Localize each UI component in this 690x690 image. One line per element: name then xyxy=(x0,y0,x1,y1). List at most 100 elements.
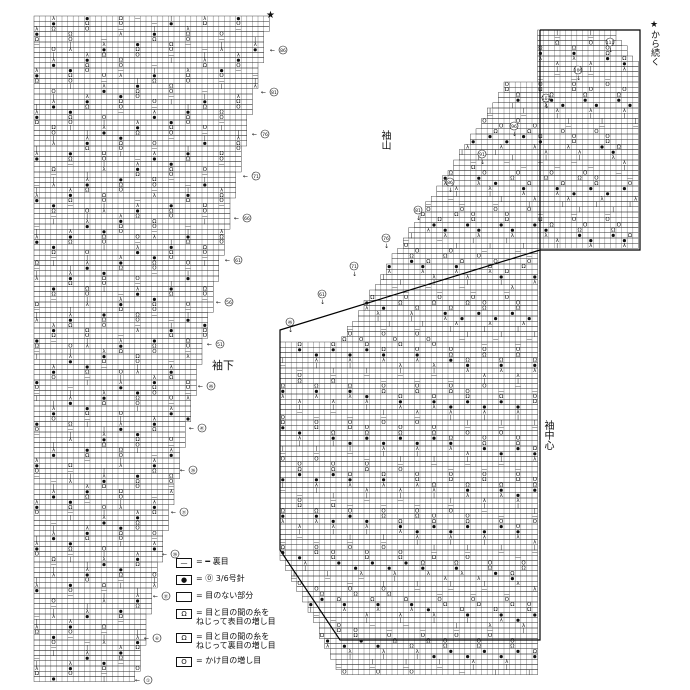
stitch-mark: O xyxy=(314,420,319,426)
stitch-mark xyxy=(415,441,419,445)
stitch-mark: — xyxy=(459,337,465,343)
stitch-mark: — xyxy=(482,467,488,473)
stitch-mark xyxy=(253,48,257,52)
stitch-mark xyxy=(320,597,324,602)
row-marker-label: 86 xyxy=(447,180,453,186)
stitch-mark: O xyxy=(482,170,487,176)
stitch-mark: | xyxy=(53,52,55,58)
stitch-mark: λ xyxy=(466,451,470,457)
stitch-mark: | xyxy=(433,368,435,374)
stitch-mark: λ xyxy=(516,410,520,416)
sleeve-cap-grid xyxy=(279,29,641,675)
stitch-mark xyxy=(466,400,470,404)
stitch-mark: O xyxy=(381,332,386,338)
stitch-mark xyxy=(85,490,89,494)
stitch-mark xyxy=(35,157,39,161)
stitch-mark: λ xyxy=(315,394,319,400)
row-marker-circle xyxy=(152,633,162,643)
stitch-mark: — xyxy=(538,77,544,83)
stitch-mark: λ xyxy=(533,540,537,546)
stitch-mark: O xyxy=(169,214,174,220)
stitch-mark: — xyxy=(236,26,242,32)
stitch-mark xyxy=(449,441,453,445)
stitch-mark xyxy=(482,447,486,451)
stitch-mark xyxy=(466,655,470,659)
stitch-mark: λ xyxy=(376,311,380,317)
stitch-mark: | xyxy=(103,162,105,168)
stitch-mark xyxy=(52,245,56,249)
stitch-mark xyxy=(314,514,318,518)
stitch-mark: λ xyxy=(298,436,302,442)
row-marker-label: 51 xyxy=(217,342,223,348)
stitch-mark: O xyxy=(583,222,588,228)
stitch-mark: Ω xyxy=(68,115,72,121)
stitch-mark: O xyxy=(35,385,40,391)
stitch-mark: — xyxy=(526,337,532,343)
stitch-mark: λ xyxy=(69,619,73,625)
stitch-mark: Ω xyxy=(152,302,156,308)
stitch-mark: Ω xyxy=(320,633,324,639)
stitch-mark: | xyxy=(523,243,525,249)
stitch-mark: λ xyxy=(315,482,319,488)
stitch-mark: | xyxy=(416,451,418,457)
stitch-mark: | xyxy=(388,321,390,327)
stitch-mark xyxy=(35,74,39,78)
stitch-mark: — xyxy=(51,255,57,261)
stitch-mark: Ω xyxy=(85,328,89,334)
stitch-mark: O xyxy=(219,198,224,204)
stitch-mark: O xyxy=(169,437,174,443)
stitch-mark: Ω xyxy=(365,342,369,348)
stitch-mark: Ω xyxy=(432,300,436,306)
stitch-mark: Ω xyxy=(219,234,223,240)
stitch-mark: λ xyxy=(455,269,459,275)
stitch-mark: — xyxy=(68,427,74,433)
stitch-mark: λ xyxy=(186,396,190,402)
legend-symbol: Ω xyxy=(176,633,192,643)
stitch-mark: — xyxy=(51,479,57,485)
stitch-mark: Ω xyxy=(119,349,123,355)
stitch-mark: O xyxy=(348,508,353,514)
stitch-mark: — xyxy=(152,271,158,277)
stitch-mark: O xyxy=(533,394,538,400)
stitch-mark: O xyxy=(186,302,191,308)
stitch-mark: λ xyxy=(399,404,403,410)
stitch-mark: | xyxy=(53,177,55,183)
stitch-mark: λ xyxy=(466,144,470,150)
stitch-mark xyxy=(331,473,335,477)
stitch-mark: O xyxy=(516,347,521,353)
stitch-mark: Ω xyxy=(421,560,425,566)
stitch-mark: — xyxy=(538,212,544,218)
stitch-mark xyxy=(499,525,503,529)
stitch-mark: λ xyxy=(52,489,56,495)
stitch-mark: Ω xyxy=(119,531,123,537)
stitch-mark xyxy=(365,395,369,399)
stitch-mark: Ω xyxy=(426,259,430,265)
stitch-mark: — xyxy=(118,578,124,584)
stitch-mark: O xyxy=(516,472,521,478)
stitch-mark: Ω xyxy=(533,649,537,655)
stitch-mark: — xyxy=(381,326,387,332)
stitch-mark: Ω xyxy=(471,165,475,171)
stitch-mark xyxy=(220,69,224,73)
stitch-mark: | xyxy=(433,493,435,499)
stitch-mark: — xyxy=(51,604,57,610)
stitch-mark: — xyxy=(437,238,443,244)
stitch-mark: | xyxy=(495,150,497,156)
stitch-mark: λ xyxy=(533,586,537,592)
stitch-mark xyxy=(533,655,537,659)
row-arrow: ↓ xyxy=(480,159,485,166)
stitch-mark: λ xyxy=(449,410,453,416)
stitch-mark xyxy=(443,311,447,315)
stitch-mark: — xyxy=(34,656,40,662)
stitch-mark: — xyxy=(68,162,74,168)
stitch-mark: Ω xyxy=(102,151,106,157)
stitch-mark: O xyxy=(465,514,470,520)
stitch-mark: — xyxy=(347,326,353,332)
stitch-mark: O xyxy=(381,586,386,592)
stitch-mark: | xyxy=(528,670,530,676)
row-marker-label: 61 xyxy=(235,258,241,264)
stitch-mark: λ xyxy=(69,271,73,277)
stitch-mark: Ω xyxy=(68,198,72,204)
stitch-mark: Ω xyxy=(51,26,55,32)
stitch-mark xyxy=(152,381,156,385)
